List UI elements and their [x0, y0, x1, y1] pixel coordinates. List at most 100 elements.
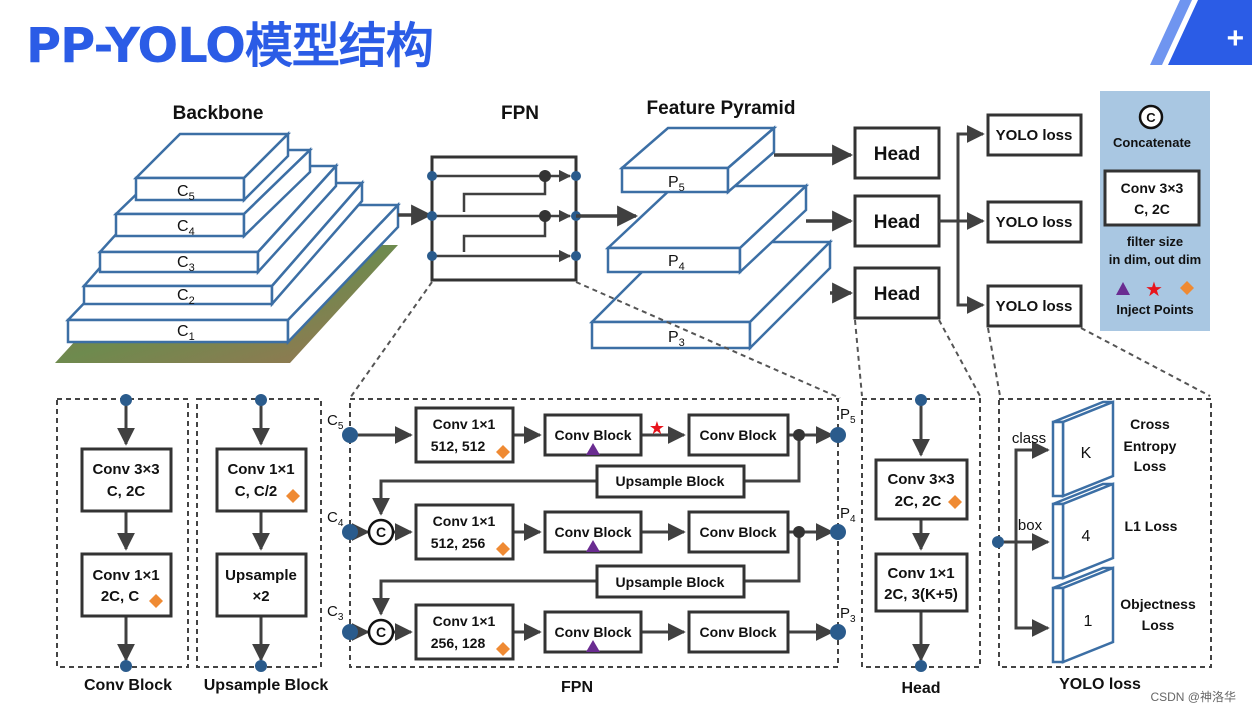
fpn-output-p4: P4 — [840, 505, 856, 525]
yolo-loss-box-1 — [986, 113, 1083, 157]
fpn-row2-block-b: Conv Block — [699, 524, 776, 540]
conv-block-b1-line1: Conv 3×3 — [92, 461, 159, 478]
fpn-upsample-2: Upsample Block — [616, 574, 725, 590]
head-label-2: Head — [874, 212, 920, 233]
fpn-input-c3: C3 — [327, 603, 344, 623]
inject-triangle-icon — [586, 640, 600, 652]
loss-slab-4: 4 — [1082, 528, 1091, 545]
svg-text:+: + — [1226, 22, 1244, 55]
yolo-loss-label-1: YOLO loss — [996, 127, 1073, 144]
upsample-block-b2-line1: Upsample — [225, 567, 297, 584]
legend-filter-line2: in dim, out dim — [1109, 252, 1201, 267]
legend-concat-symbol: C — [1146, 110, 1156, 125]
conv-block-b2-line2: 2C, C — [101, 588, 140, 605]
loss-branch-box: box — [1018, 517, 1043, 534]
fpn-detail-caption: FPN — [561, 679, 593, 696]
head-detail-b2-line1: Conv 1×1 — [887, 565, 954, 582]
legend-star-icon: ★ — [1145, 279, 1163, 301]
yolo-loss-label-3: YOLO loss — [996, 298, 1073, 315]
loss-name-ce-2: Entropy — [1124, 438, 1177, 454]
head-detail: Conv 3×3 2C, 2C Conv 1×1 2C, 3(K+5) — [861, 394, 981, 672]
head-label-3: Head — [874, 284, 920, 305]
fpn-mini-box — [427, 155, 581, 282]
backbone-c2-label: C2 — [177, 287, 195, 307]
head-box-1 — [853, 126, 941, 180]
pyramid-p5-label: P5 — [668, 174, 685, 194]
pyramid-p4-label: P4 — [668, 253, 685, 273]
inject-triangle-icon — [586, 540, 600, 552]
fpn-row3-block-b: Conv Block — [699, 624, 776, 640]
fpn-upsample-1: Upsample Block — [616, 473, 725, 489]
concat-symbol-2: C — [376, 624, 386, 640]
fpn-output-p3: P3 — [840, 605, 856, 625]
fpn-row3-conv-line1: Conv 1×1 — [433, 613, 496, 629]
concat-icon — [367, 618, 395, 646]
inject-diamond-icon — [496, 642, 510, 656]
inject-diamond-icon — [496, 542, 510, 556]
conv-block-caption: Conv Block — [84, 677, 172, 694]
head-label-1: Head — [874, 144, 920, 165]
fpn-detail: C5 C4 C3 P5 P4 P3 — [327, 398, 856, 668]
backbone-c4-label: C4 — [177, 218, 195, 238]
upsample-block-b1-line2: C, C/2 — [235, 483, 278, 500]
loss-branch-class: class — [1012, 430, 1046, 447]
conv-block-detail: Conv 3×3 C, 2C Conv 1×1 2C, C — [56, 394, 189, 672]
fpn-row1-block-b: Conv Block — [699, 427, 776, 443]
head-detail-caption: Head — [901, 680, 940, 697]
head-detail-b1-line2: 2C, 2C — [895, 493, 942, 510]
slide-title: PP-YOLO模型结构 — [26, 18, 434, 74]
head-box-3 — [853, 266, 941, 320]
conv-block-b1-line2: C, 2C — [107, 483, 146, 500]
legend-conv-line2: C, 2C — [1134, 201, 1170, 217]
fpn-row1-conv-line2: 512, 512 — [431, 438, 486, 454]
upsample-block-caption: Upsample Block — [204, 677, 329, 694]
inject-diamond-icon — [149, 594, 163, 608]
concat-symbol-1: C — [376, 524, 386, 540]
yolo-loss-label-2: YOLO loss — [996, 214, 1073, 231]
head-detail-b2-line2: 2C, 3(K+5) — [884, 586, 958, 603]
inject-star-icon: ★ — [649, 418, 665, 438]
fpn-input-c5: C5 — [327, 412, 344, 432]
fpn-input-c4: C4 — [327, 509, 344, 529]
loss-slab-1: 1 — [1084, 613, 1093, 630]
upsample-block-detail: Conv 1×1 C, C/2 Upsample ×2 — [196, 394, 322, 672]
yolo-loss-box-2 — [986, 200, 1083, 244]
backbone-c3-label: C3 — [177, 254, 195, 274]
fpn-row2-conv-line2: 512, 256 — [431, 535, 486, 551]
legend-concat-icon — [1138, 104, 1164, 130]
pyramid-p3-label: P3 — [668, 329, 685, 349]
upsample-block-b1-line1: Conv 1×1 — [227, 461, 294, 478]
fpn-output-p5: P5 — [840, 406, 856, 426]
yolo-loss-detail: class box K 4 1 Cross Entropy Loss L1 Lo… — [992, 398, 1212, 668]
legend-inject-label: Inject Points — [1116, 302, 1193, 317]
fpn-row1-block-a: Conv Block — [554, 427, 631, 443]
fpn-label: FPN — [501, 103, 539, 124]
loss-name-ce-3: Loss — [1134, 458, 1167, 474]
legend-panel: C Concatenate Conv 3×3 C, 2C filter size… — [1100, 91, 1210, 331]
yolo-loss-box-3 — [986, 284, 1083, 328]
fpn-row2-block-a: Conv Block — [554, 524, 631, 540]
loss-name-l1: L1 Loss — [1125, 518, 1178, 534]
legend-conv-line1: Conv 3×3 — [1121, 180, 1184, 196]
backbone-c1-label: C1 — [177, 323, 195, 343]
concat-icon — [367, 518, 395, 546]
legend-diamond-icon — [1180, 281, 1194, 295]
pyramid-label: Feature Pyramid — [647, 98, 796, 119]
inject-diamond-icon — [286, 489, 300, 503]
upsample-block-b2-line2: ×2 — [252, 588, 269, 605]
legend-filter-line1: filter size — [1127, 234, 1183, 249]
watermark: CSDN @神洛华 — [1150, 689, 1236, 704]
backbone-label: Backbone — [173, 103, 264, 124]
backbone-stack — [55, 130, 401, 363]
loss-name-obj-1: Objectness — [1120, 596, 1196, 612]
loss-name-ce-1: Cross — [1130, 416, 1170, 432]
corner-decoration: + — [1150, 0, 1252, 65]
inject-diamond-icon — [948, 495, 962, 509]
inject-diamond-icon — [496, 445, 510, 459]
inject-triangle-icon — [586, 443, 600, 455]
conv-block-b2-line1: Conv 1×1 — [92, 567, 159, 584]
fpn-row2-conv-line1: Conv 1×1 — [433, 513, 496, 529]
legend-triangle-icon — [1116, 282, 1130, 295]
fpn-row3-conv-line2: 256, 128 — [431, 635, 486, 651]
